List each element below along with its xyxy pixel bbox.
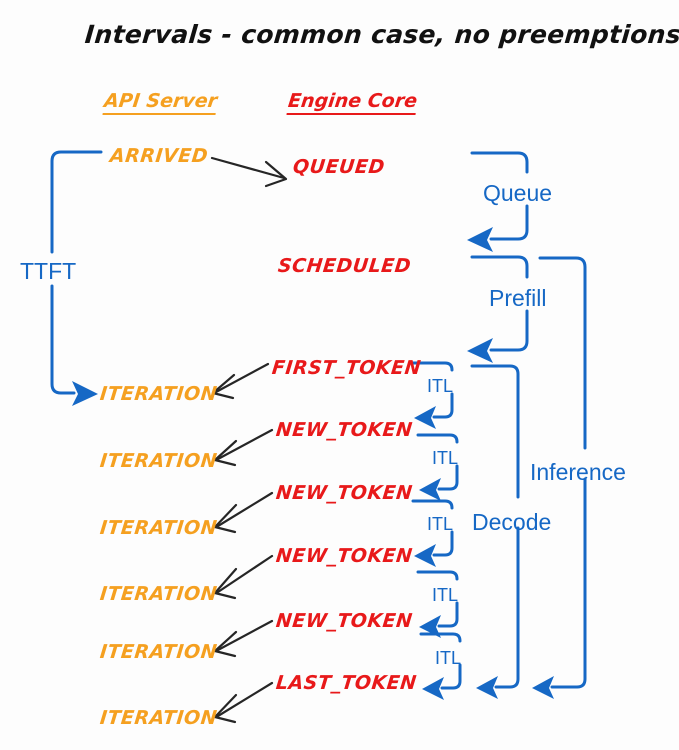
- state-new-token-2: NEW_TOKEN: [274, 482, 414, 504]
- state-first-token: FIRST_TOKEN: [270, 357, 423, 379]
- column-header-engine-core: Engine Core: [286, 90, 419, 115]
- arrow-new-token-to-iteration-4: [213, 619, 274, 658]
- page-title: Intervals - common case, no preemptions: [83, 20, 679, 49]
- state-iteration-6: ITERATION: [98, 707, 219, 729]
- state-iteration-5: ITERATION: [98, 641, 219, 663]
- state-new-token-1: NEW_TOKEN: [274, 419, 414, 441]
- state-iteration-2: ITERATION: [98, 450, 219, 472]
- interval-label-itl-2: ITL: [432, 448, 459, 468]
- arrow-new-token-to-iteration-1: [213, 428, 274, 467]
- interval-label-itl-4: ITL: [432, 585, 459, 605]
- interval-label-inference: Inference: [530, 459, 626, 485]
- interval-label-itl-1: ITL: [427, 376, 454, 396]
- state-last-token: LAST_TOKEN: [274, 672, 418, 694]
- arrow-arrived-to-queued: [210, 156, 288, 188]
- column-header-api-server: API Server: [102, 90, 219, 115]
- state-iteration-4: ITERATION: [98, 583, 219, 605]
- arrow-new-token-to-iteration-3: [213, 554, 274, 600]
- arrow-new-token-to-iteration-2: [213, 491, 274, 534]
- state-new-token-4: NEW_TOKEN: [274, 610, 414, 632]
- arrow-last-token-to-iteration: [213, 681, 274, 724]
- interval-label-prefill: Prefill: [489, 285, 547, 311]
- state-queued: QUEUED: [291, 156, 386, 178]
- interval-label-queue: Queue: [483, 180, 553, 206]
- arrow-first-token-to-iteration: [211, 362, 270, 400]
- interval-label-itl-3: ITL: [427, 514, 454, 534]
- interval-label-itl-5: ITL: [435, 648, 462, 668]
- state-iteration-3: ITERATION: [98, 517, 219, 539]
- state-iteration-1: ITERATION: [98, 383, 219, 405]
- interval-label-ttft: TTFT: [20, 258, 77, 284]
- state-arrived: ARRIVED: [108, 145, 210, 167]
- state-scheduled: SCHEDULED: [276, 255, 413, 277]
- state-new-token-3: NEW_TOKEN: [274, 545, 414, 567]
- interval-label-decode: Decode: [472, 509, 552, 535]
